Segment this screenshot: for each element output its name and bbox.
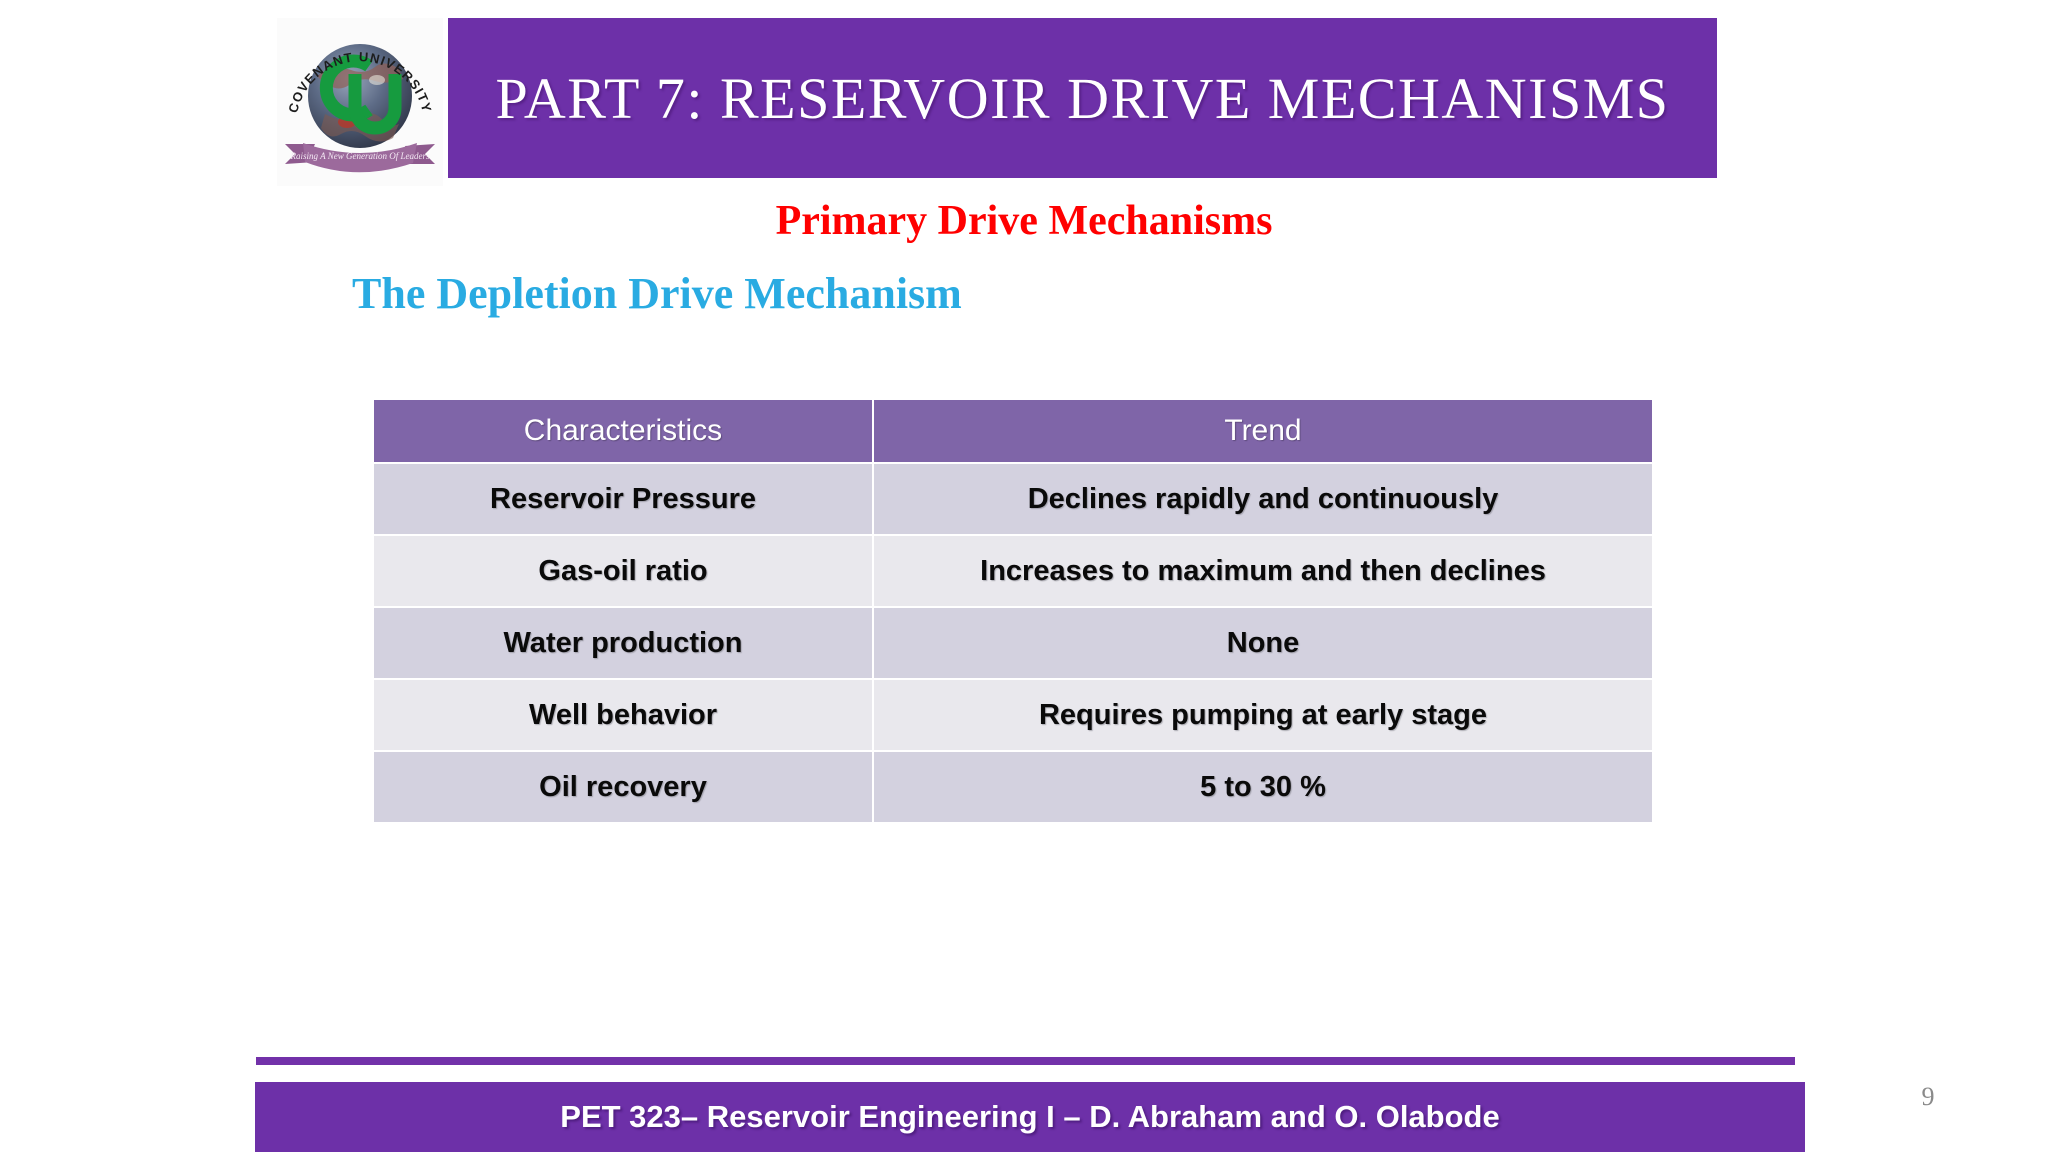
primary-heading: Primary Drive Mechanisms (775, 198, 1273, 244)
footer-text: PET 323– Reservoir Engineering I – D. Ab… (560, 1099, 1500, 1134)
cell-characteristic: Reservoir Pressure (374, 464, 872, 534)
table-row: Oil recovery 5 to 30 % (374, 752, 1652, 822)
table-row: Well behavior Requires pumping at early … (374, 680, 1652, 750)
table-row: Gas-oil ratio Increases to maximum and t… (374, 536, 1652, 606)
column-header-characteristics: Characteristics (374, 400, 872, 462)
cell-characteristic: Oil recovery (374, 752, 872, 822)
page-title: PART 7: RESERVOIR DRIVE MECHANISMS (495, 65, 1670, 131)
column-header-trend: Trend (874, 400, 1652, 462)
cell-characteristic: Water production (374, 608, 872, 678)
sub-heading: The Depletion Drive Mechanism (352, 269, 962, 318)
table-row: Reservoir Pressure Declines rapidly and … (374, 464, 1652, 534)
cell-trend: None (874, 608, 1652, 678)
cell-trend: 5 to 30 % (874, 752, 1652, 822)
cell-trend: Requires pumping at early stage (874, 680, 1652, 750)
cell-trend: Declines rapidly and continuously (874, 464, 1652, 534)
covenant-university-logo: COVENANT UNIVERSITY Raising A New Genera… (277, 18, 443, 186)
slide-title-bar: PART 7: RESERVOIR DRIVE MECHANISMS (448, 18, 1717, 178)
cell-trend: Increases to maximum and then declines (874, 536, 1652, 606)
footer-divider (256, 1057, 1795, 1065)
logo-artwork: COVENANT UNIVERSITY Raising A New Genera… (277, 18, 443, 186)
footer-bar: PET 323– Reservoir Engineering I – D. Ab… (255, 1082, 1805, 1152)
characteristics-table: Characteristics Trend Reservoir Pressure… (372, 398, 1652, 824)
logo-ribbon-text: Raising A New Generation Of Leaders (290, 151, 430, 161)
slide-number: 9 (1921, 1082, 1935, 1111)
table-header-row: Characteristics Trend (374, 400, 1652, 462)
cell-characteristic: Gas-oil ratio (374, 536, 872, 606)
cell-characteristic: Well behavior (374, 680, 872, 750)
ribbon: Raising A New Generation Of Leaders (285, 143, 435, 173)
table-row: Water production None (374, 608, 1652, 678)
